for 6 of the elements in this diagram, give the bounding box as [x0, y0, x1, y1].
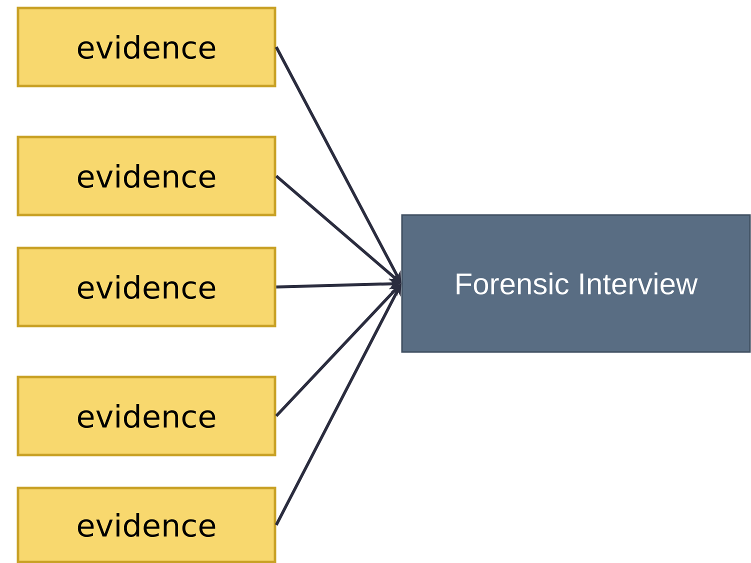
- evidence-box: evidence: [16, 486, 276, 563]
- evidence-box: evidence: [16, 6, 276, 88]
- evidence-box: evidence: [16, 246, 276, 328]
- evidence-box: evidence: [16, 136, 276, 216]
- evidence-box: evidence: [16, 376, 276, 456]
- process-box: Forensic Interview: [401, 214, 751, 353]
